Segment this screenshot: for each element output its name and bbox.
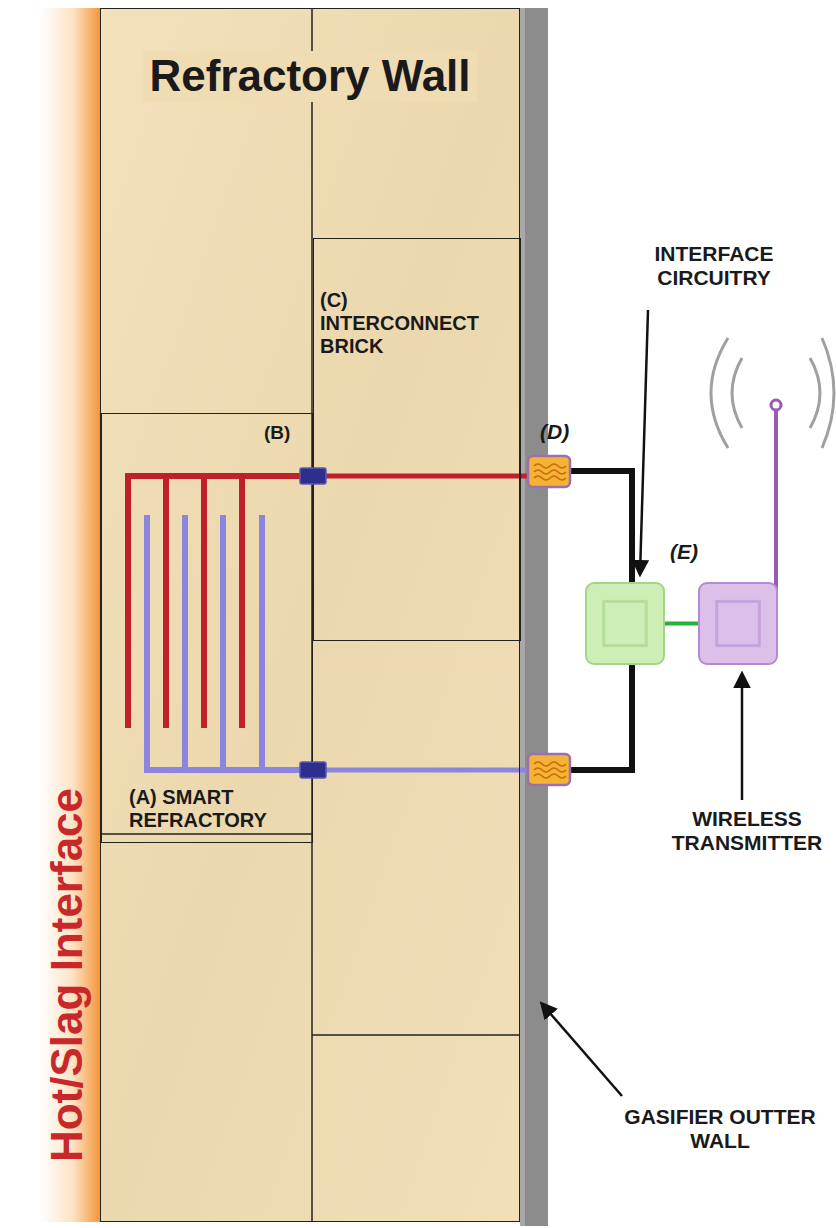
feedthrough-connector [528, 456, 570, 487]
connector-texture [534, 762, 566, 778]
callout-label: WIRELESS TRANSMITTER [657, 807, 836, 855]
callout-label: INTERFACE CIRCUITRY [614, 242, 814, 290]
brick-connector [300, 468, 326, 484]
connector-texture [534, 464, 566, 480]
interconnect-brick: (C) INTERCONNECT BRICK [313, 238, 521, 641]
outer-wall [520, 8, 548, 1226]
side-label: Hot/Slag Interface [42, 788, 93, 1162]
brick-joint [100, 833, 312, 835]
callout-arrow [542, 1004, 622, 1096]
interface-box: INTERFACE CIRCUITRY(E) [585, 582, 665, 665]
signal-link [665, 622, 698, 626]
radio-wave [810, 358, 820, 428]
box-inner-square [604, 601, 647, 645]
transmitter-box: WIRELESS TRANSMITTER [698, 582, 778, 665]
callout-label: GASIFIER OUTTER WALL [620, 1105, 820, 1153]
blue-wire [320, 768, 530, 773]
callout-arrow [741, 674, 744, 800]
box-inner-square [700, 584, 776, 663]
electrode-comb [128, 476, 300, 728]
part-label: (A) SMART REFRACTORY [129, 786, 309, 832]
callout-letter: (D) [540, 420, 569, 444]
refractory-fill [100, 8, 520, 1222]
brick-connector [300, 762, 326, 778]
radio-wave [711, 338, 728, 448]
hot-band [40, 8, 100, 1222]
box-inner-square [587, 584, 663, 663]
callout-arrow [640, 310, 648, 574]
antenna-tip [771, 400, 781, 410]
part-label: (C) INTERCONNECT BRICK [320, 289, 500, 358]
radio-wave [822, 338, 834, 448]
brick-joint [312, 1034, 520, 1036]
red-wire [320, 474, 530, 479]
callout-letter: (E) [670, 540, 698, 564]
radio-waves [711, 338, 834, 448]
box-inner-square [717, 601, 760, 645]
antenna [774, 411, 778, 600]
callout-letter: (B) [264, 422, 290, 444]
wall-title: Refractory Wall [143, 51, 476, 102]
radio-wave [732, 358, 742, 428]
electrode-comb [147, 515, 300, 770]
feedthrough-connector [528, 754, 570, 785]
feedthrough-connector [528, 456, 570, 785]
